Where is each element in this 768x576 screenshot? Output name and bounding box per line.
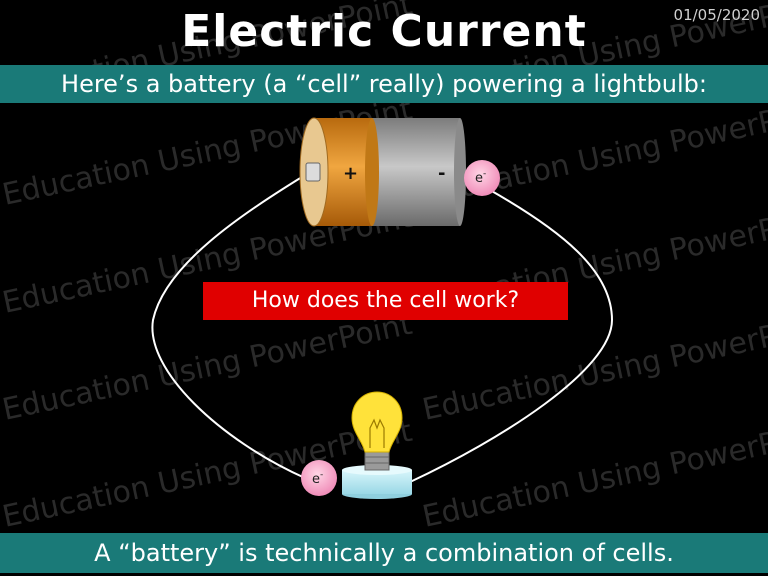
question-text: How does the cell work? <box>251 288 520 313</box>
cell-terminal <box>305 162 321 182</box>
electron-charge: - <box>483 169 486 179</box>
electron: e- <box>464 160 500 196</box>
subtitle-text: Here’s a battery (a “cell” really) power… <box>61 70 707 98</box>
footer-banner: A “battery” is technically a combination… <box>0 533 768 573</box>
lightbulb <box>342 391 412 499</box>
cell-divider <box>365 118 379 226</box>
slide-title: Electric Current <box>181 6 587 57</box>
watermark-text: Education Using PowerPoint <box>419 414 768 535</box>
watermark-text: Education Using PowerPoint <box>419 307 768 428</box>
cell-positive-sign: + <box>343 163 358 184</box>
watermark-text: Education Using PowerPoint <box>419 92 768 213</box>
cell: + - <box>299 117 466 227</box>
svg-text:e-: e- <box>475 169 486 186</box>
electron-label: e <box>312 472 320 487</box>
svg-text:e-: e- <box>312 470 323 487</box>
lightbulb-filament <box>369 418 385 448</box>
lightbulb-glass <box>351 391 403 453</box>
cell-negative-end <box>454 118 466 226</box>
slide-date: 01/05/2020 <box>673 6 760 24</box>
question-box: How does the cell work? <box>203 282 568 320</box>
subtitle-banner: Here’s a battery (a “cell” really) power… <box>0 65 768 103</box>
electron-charge: - <box>320 470 323 480</box>
circuit-wire <box>151 171 614 483</box>
footer-text: A “battery” is technically a combination… <box>94 539 674 567</box>
cell-negative-sign: - <box>438 163 445 184</box>
lightbulb-screw <box>364 451 390 471</box>
electron: e- <box>301 460 337 496</box>
electron-label: e <box>475 171 483 186</box>
